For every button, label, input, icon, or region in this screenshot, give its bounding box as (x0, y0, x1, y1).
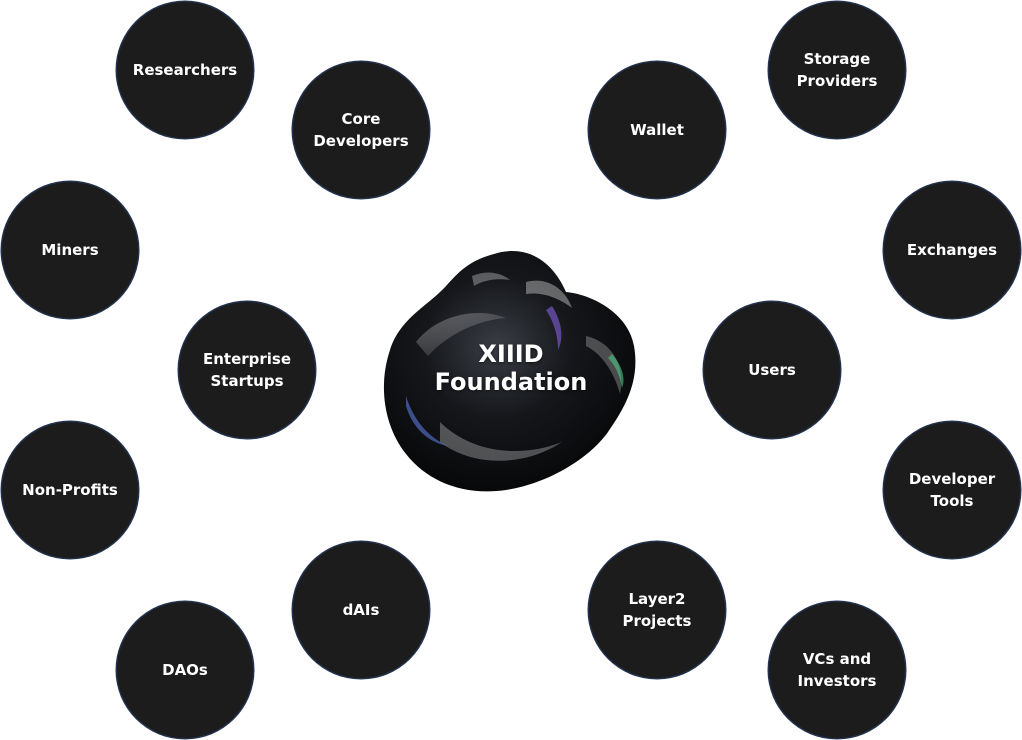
node-researchers: Researchers (117, 2, 253, 138)
node-non-profits: Non-Profits (2, 422, 138, 558)
node-label: Miners (41, 241, 99, 259)
node-label: Researchers (132, 61, 238, 79)
node-label: Developer Tools (908, 470, 996, 510)
node-enterprise-startups: Enterprise Startups (179, 302, 315, 438)
node-label: Wallet (630, 121, 684, 139)
node-dais: dAIs (293, 542, 429, 678)
node-label: Layer2 Projects (622, 590, 692, 630)
node-label: Storage Providers (796, 50, 878, 90)
node-label: dAIs (342, 601, 380, 619)
glass-blob-graphic (383, 251, 636, 492)
node-users: Users (704, 302, 840, 438)
node-label: Exchanges (906, 241, 998, 259)
node-core-developers: Core Developers (293, 62, 429, 198)
node-label: Users (748, 361, 796, 379)
node-storage-providers: Storage Providers (769, 2, 905, 138)
node-daos: DAOs (117, 602, 253, 738)
node-vcs-and-investors: VCs and Investors (769, 602, 905, 738)
node-label: Core Developers (313, 110, 409, 150)
node-label: Non-Profits (22, 481, 118, 499)
center-title: XIIID Foundation (434, 340, 588, 396)
node-label: Enterprise Startups (202, 350, 292, 390)
node-miners: Miners (2, 182, 138, 318)
node-label: VCs and Investors (797, 650, 877, 690)
node-developer-tools: Developer Tools (884, 422, 1020, 558)
node-wallet: Wallet (589, 62, 725, 198)
node-exchanges: Exchanges (884, 182, 1020, 318)
node-layer2-projects: Layer2 Projects (589, 542, 725, 678)
center-foundation-blob: XIIID Foundation (376, 246, 646, 496)
node-label: DAOs (162, 661, 208, 679)
